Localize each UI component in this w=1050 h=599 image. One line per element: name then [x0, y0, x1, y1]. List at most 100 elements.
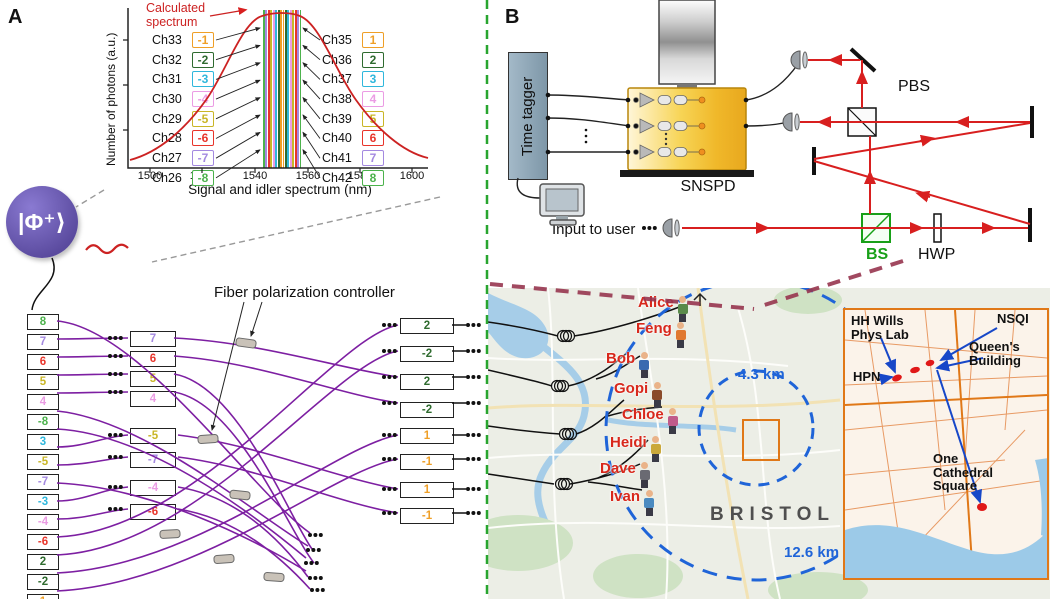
wavelength-filter-box: -5	[27, 454, 59, 470]
right-channel-list: Ch35 1 Ch36 2 Ch37 3 Ch38 4 Ch39 5	[322, 30, 412, 188]
wavelength-filter-box: -1	[400, 508, 454, 524]
channel-number-badge: -5	[192, 110, 214, 127]
fiber-squiggle-icon	[85, 243, 129, 255]
channel-row: Ch29 -5	[152, 109, 242, 129]
output-stubs	[452, 324, 466, 514]
phi-plus-state-label: |Φ⁺⟩	[18, 208, 66, 235]
channel-number-badge: -8	[192, 169, 214, 186]
inset-river	[845, 458, 1047, 578]
wavelength-filter-box: -7	[27, 474, 59, 490]
mid-filter-group-2: -5-7	[130, 428, 176, 476]
channel-row: Ch40 6	[322, 128, 412, 148]
channel-name: Ch35	[322, 32, 352, 47]
wavelength-filter-box: 6	[27, 354, 59, 370]
spectrum-ylabel: Number of photons (a.u.)	[104, 32, 118, 166]
channel-number-badge: 1	[362, 31, 384, 48]
inner-radius-label: 4.3 km	[738, 366, 785, 383]
wavelength-filter-box: -2	[400, 346, 454, 362]
computer-icon	[539, 183, 585, 226]
channel-name: Ch33	[152, 32, 182, 47]
hpn-label: HPN	[853, 369, 881, 384]
x-tick: 1540	[242, 170, 268, 182]
wavelength-filter-box: 7	[130, 331, 176, 347]
wavelength-filter-box: -4	[130, 480, 176, 496]
channel-number-badge: -7	[192, 149, 214, 166]
channel-name: Ch29	[152, 111, 182, 126]
dwdm-channel-stripes	[263, 10, 302, 168]
channel-name: Ch42	[322, 170, 352, 185]
channel-name: Ch31	[152, 72, 182, 87]
person-icon	[677, 296, 689, 322]
wavelength-filter-box: 5	[27, 374, 59, 390]
bs-label: BS	[866, 246, 889, 263]
channel-number-badge: 5	[362, 110, 384, 127]
person-icon	[667, 408, 679, 434]
wavelength-filter-box: 1	[400, 482, 454, 498]
channel-row: Ch39 5	[322, 109, 412, 129]
fiber-polarization-controller-label: Fiber polarization controller	[214, 284, 395, 301]
wavelength-filter-box: -2	[27, 574, 59, 590]
channel-row: Ch38 4	[322, 89, 412, 109]
cathedral-square-label: One Cathedral Square	[933, 451, 993, 494]
channel-name: Ch27	[152, 150, 182, 165]
person-icon	[651, 382, 663, 408]
x-tick: 1500	[137, 170, 163, 182]
wavelength-filter-box: -6	[27, 534, 59, 550]
user-name: Heidi	[610, 434, 647, 451]
fiber-links	[488, 305, 683, 491]
channel-name: Ch39	[322, 111, 352, 126]
nsqi-label: NSQI	[997, 311, 1029, 326]
city-centre-inset: HH Wills Phys Lab NSQI Queen's Building …	[843, 308, 1049, 580]
map-graphics	[488, 288, 908, 599]
source-fiber	[31, 257, 55, 311]
bristol-map: BRISTOL 4.3 km 12.6 km Alice Feng	[488, 288, 1050, 599]
wavelength-filter-box: 4	[27, 394, 59, 410]
channel-name: Ch36	[322, 52, 352, 67]
map-user: Heidi	[610, 434, 662, 462]
wavelength-filter-box: 4	[130, 391, 176, 407]
channel-row: Ch28 -6	[152, 128, 242, 148]
wavelength-filter-box: 5	[130, 371, 176, 387]
inset-streets	[845, 310, 1047, 578]
map-user: Ivan	[610, 488, 655, 516]
user-name: Dave	[600, 460, 636, 477]
map-user: Feng	[636, 320, 687, 348]
channel-number-badge: 6	[362, 130, 384, 147]
map-user: Gopi	[614, 380, 663, 408]
wavelength-filter-box: 2	[400, 374, 454, 390]
channel-row: Ch42 8	[322, 168, 412, 188]
time-tagger: Time tagger	[508, 52, 548, 180]
person-icon	[638, 352, 650, 378]
wavelength-filter-box: -6	[130, 504, 176, 520]
wavelength-filter-box: 3	[27, 434, 59, 450]
x-tick: 1600	[399, 170, 425, 182]
pbs-cube	[847, 107, 877, 137]
user-name: Bob	[606, 350, 636, 367]
channel-number-badge: 3	[362, 71, 384, 88]
channel-number-badge: -3	[192, 71, 214, 88]
wavelength-filter-box: 2	[27, 554, 59, 570]
channel-name: Ch30	[152, 91, 182, 106]
channel-row: Ch30 -4	[152, 89, 242, 109]
channel-name: Ch37	[322, 72, 352, 87]
magnifier-lines	[75, 189, 441, 263]
channel-row: Ch35 1	[322, 30, 412, 50]
city-label: BRISTOL	[710, 504, 836, 525]
fpc-arrows	[210, 301, 263, 431]
dwdm-fibers	[56, 320, 399, 592]
channel-row: Ch26 -8	[152, 168, 242, 188]
user-name: Chloe	[622, 406, 664, 423]
roads	[488, 288, 841, 599]
panel-a-label: A	[8, 6, 23, 28]
channel-number-badge: 4	[362, 90, 384, 107]
wavelength-filter-box: 1	[27, 594, 59, 599]
user-name: Feng	[636, 320, 672, 337]
wavelength-filter-box: 7	[27, 334, 59, 350]
map-user: Dave	[600, 460, 651, 488]
channel-number-badge: 2	[362, 51, 384, 68]
collimator-icons	[662, 50, 808, 238]
panel-b-label: B	[505, 6, 520, 28]
channel-name: Ch40	[322, 131, 352, 146]
beam-paths	[682, 59, 1031, 229]
